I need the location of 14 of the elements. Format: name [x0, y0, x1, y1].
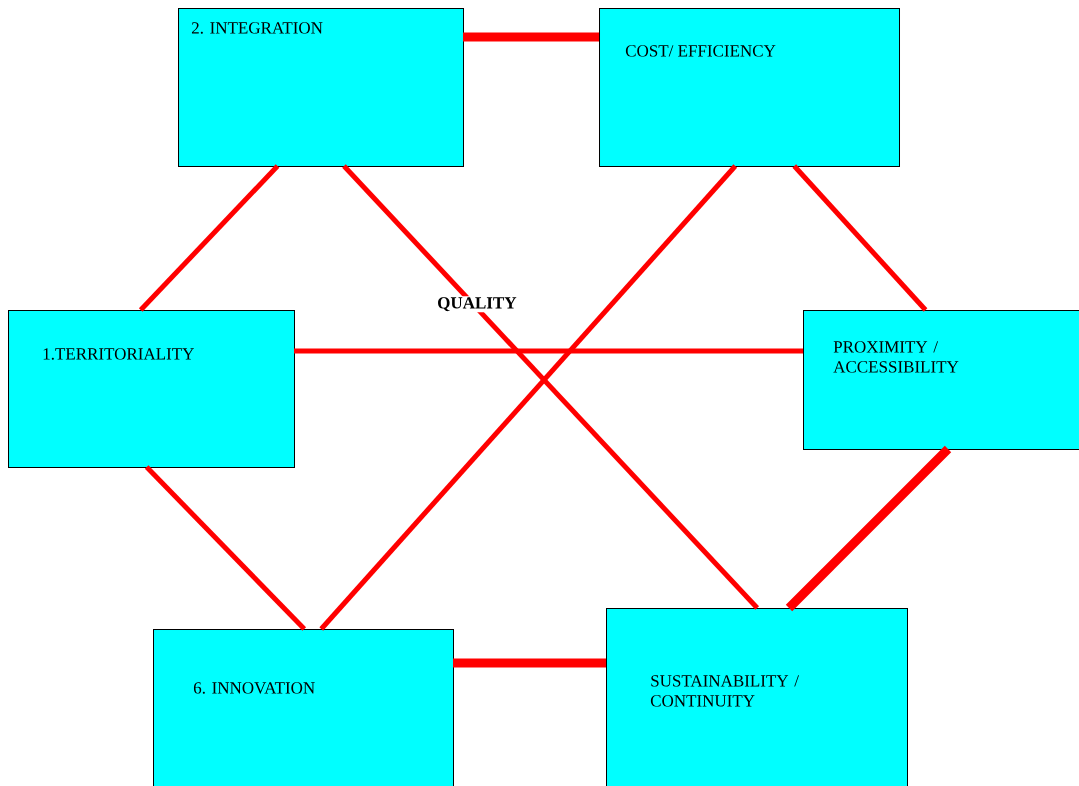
concept-box: PROXIMITY / ACCESSIBILITY — [803, 310, 1079, 450]
connector-line — [785, 445, 952, 612]
connector-line — [138, 164, 280, 312]
connector-line — [144, 465, 307, 631]
concept-box: 2. INTEGRATION — [178, 8, 464, 167]
connector-line — [463, 32, 599, 42]
center-label: QUALITY — [436, 296, 518, 313]
connector-line — [294, 348, 803, 354]
connector-line — [453, 658, 606, 668]
concept-box: 6. INNOVATION — [153, 629, 454, 786]
concept-box: SUSTAINABILITY / CONTINUITY — [606, 608, 908, 786]
concept-box: 1.TERRITORIALITY — [8, 310, 295, 468]
connector-line — [792, 164, 928, 312]
concept-box: COST/ EFFICIENCY — [599, 8, 900, 167]
